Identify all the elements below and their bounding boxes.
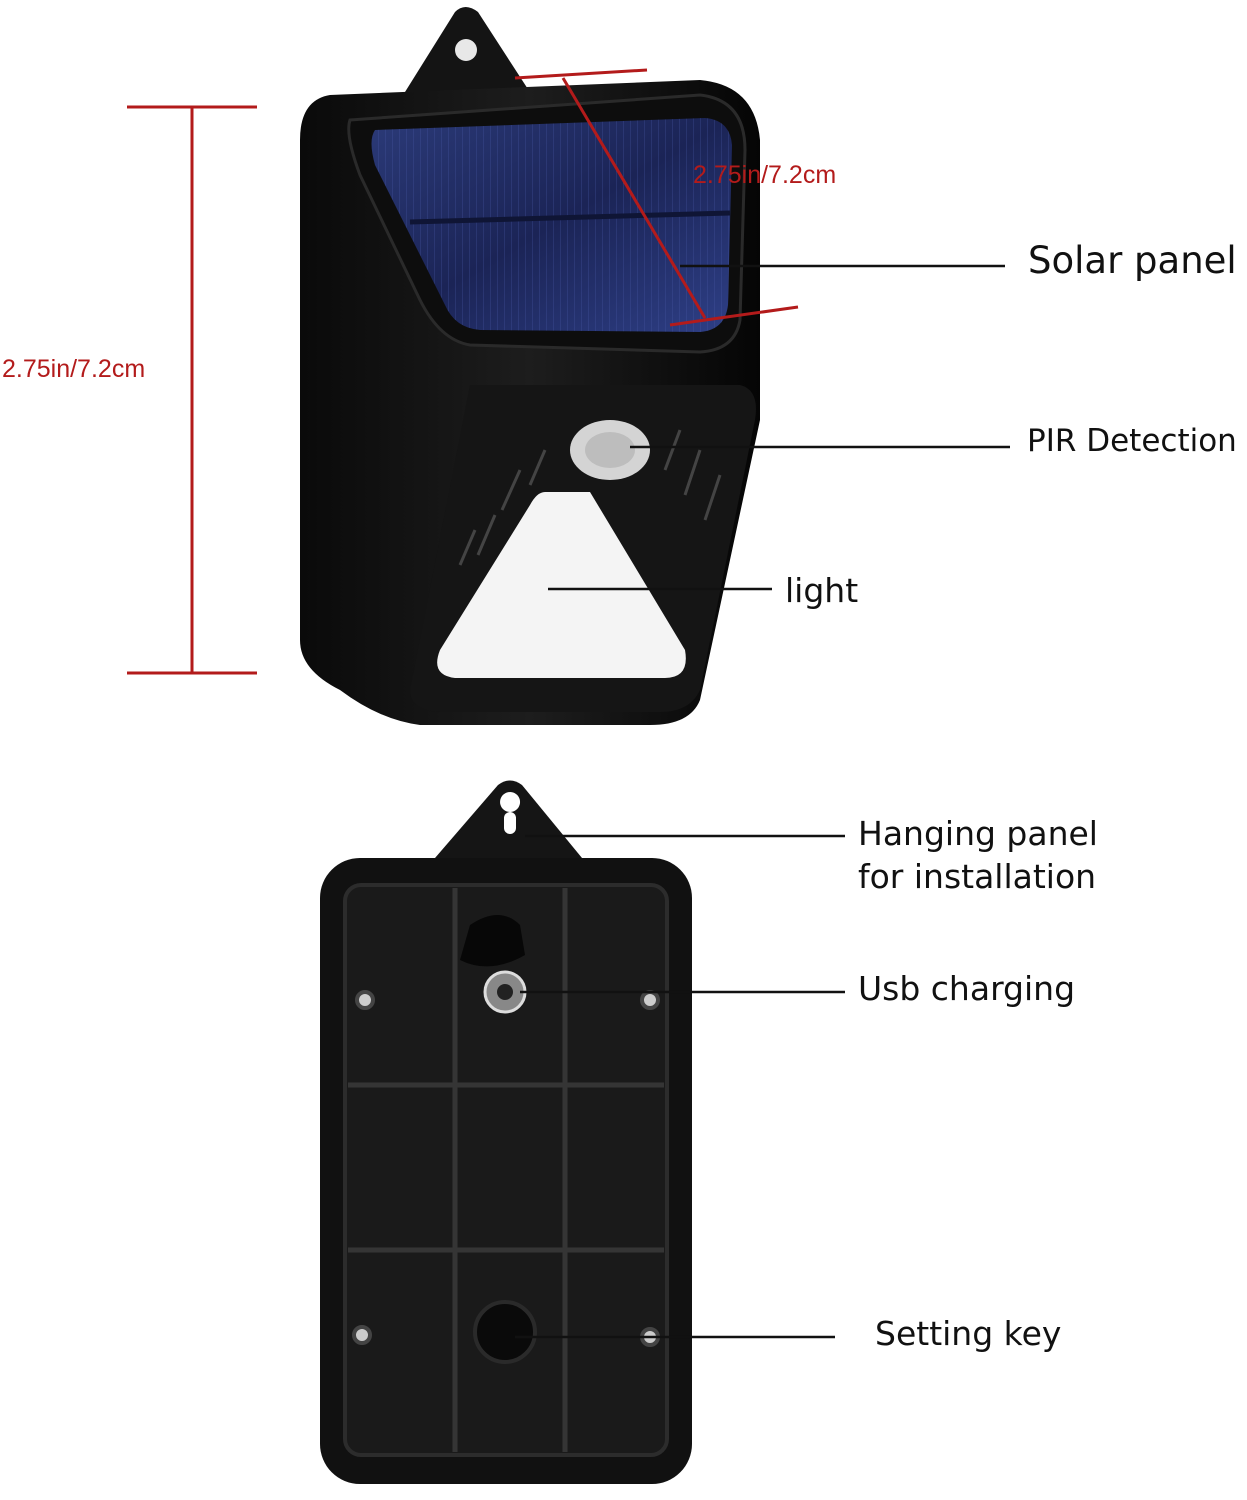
height-dimension bbox=[127, 105, 257, 675]
back-leader-lines bbox=[515, 834, 845, 1339]
screws bbox=[352, 990, 660, 1347]
pir-detection-label: PIR Detection bbox=[1027, 423, 1237, 459]
setting-key-label: Setting key bbox=[875, 1314, 1062, 1353]
width-dimension bbox=[514, 68, 799, 327]
width-dimension-label: 2.75in/7.2cm bbox=[693, 161, 837, 189]
usb-cover bbox=[460, 915, 525, 967]
back-device bbox=[320, 780, 692, 1484]
usb-charging-label: Usb charging bbox=[858, 969, 1076, 1008]
setting-key bbox=[473, 1300, 537, 1364]
height-dimension-label: 2.75in/7.2cm bbox=[2, 355, 146, 383]
light-label: light bbox=[785, 571, 859, 610]
solar-panel-label: Solar panel bbox=[1028, 239, 1237, 282]
hanging-panel-label-line1: Hanging panel bbox=[858, 814, 1098, 853]
front-device bbox=[300, 7, 760, 725]
light-panel bbox=[437, 492, 686, 678]
hanging-panel-label-line2: for installation bbox=[858, 857, 1097, 896]
front-leader-lines bbox=[548, 264, 1010, 591]
